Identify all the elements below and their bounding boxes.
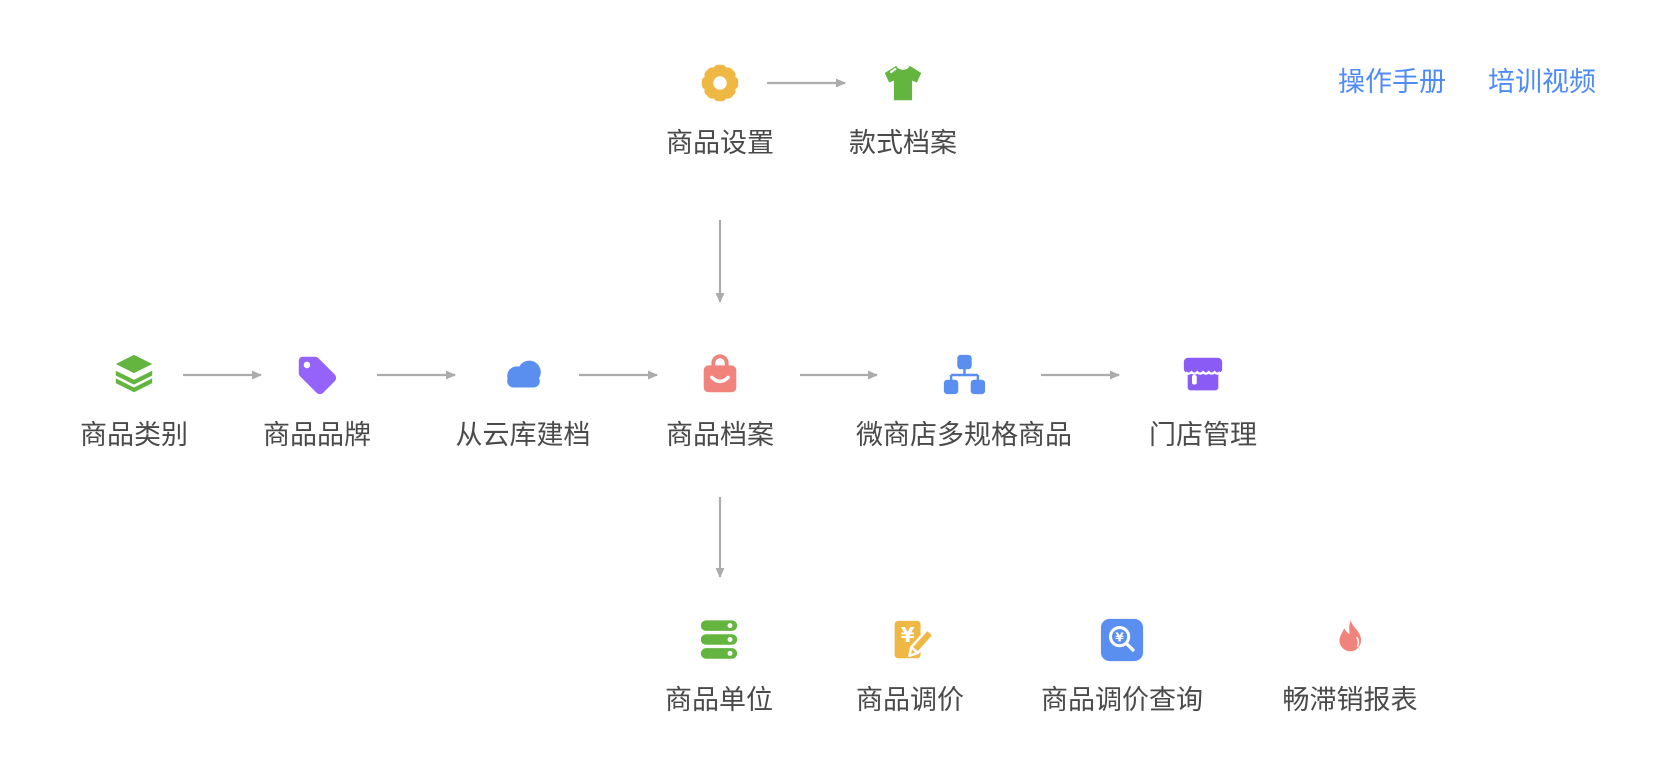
node-label: 微商店多规格商品 [856,420,1072,450]
storefront-icon [1180,352,1226,398]
layers-icon [111,352,157,398]
node-label: 商品设置 [666,128,774,158]
header-links: 操作手册 培训视频 [1338,60,1596,99]
node-label: 商品档案 [666,420,774,450]
svg-text:¥: ¥ [901,623,915,647]
price-search-icon: ¥ [1099,617,1145,663]
server-stack-icon [696,617,742,663]
node-style-archive[interactable]: 款式档案 [849,60,957,157]
node-label: 商品调价查询 [1041,685,1203,715]
tag-icon [294,352,340,398]
node-store-management[interactable]: 门店管理 [1149,352,1257,449]
node-sales-report[interactable]: 畅滞销报表 [1283,617,1418,714]
node-label: 门店管理 [1149,420,1257,450]
node-label: 商品品牌 [263,420,371,450]
node-label: 从云库建档 [455,420,591,450]
flame-icon [1327,617,1373,663]
node-microstore-multispec[interactable]: 微商店多规格商品 [856,352,1072,449]
manual-link[interactable]: 操作手册 [1338,67,1446,97]
node-product-settings[interactable]: 商品设置 [666,60,774,157]
shopping-bag-icon [697,352,743,398]
node-product-unit[interactable]: 商品单位 [665,617,773,714]
node-label: 畅滞销报表 [1282,685,1418,715]
sitemap-icon [941,352,987,398]
node-label: 商品单位 [665,685,773,715]
cloud-icon [500,352,546,398]
node-product-brand[interactable]: 商品品牌 [263,352,371,449]
svg-text:¥: ¥ [1115,629,1124,644]
price-edit-icon: ¥ [887,617,933,663]
training-video-link[interactable]: 培训视频 [1488,67,1596,97]
node-product-archive[interactable]: 商品档案 [666,352,774,449]
node-label: 款式档案 [849,128,957,158]
node-label: 商品类别 [80,420,188,450]
gear-icon [697,60,743,106]
node-label: 商品调价 [856,685,964,715]
node-cloud-archive[interactable]: 从云库建档 [456,352,591,449]
tshirt-icon [880,60,926,106]
node-price-adjustment[interactable]: ¥ 商品调价 [856,617,964,714]
node-price-adjust-query[interactable]: ¥ 商品调价查询 [1041,617,1203,714]
node-product-category[interactable]: 商品类别 [80,352,188,449]
